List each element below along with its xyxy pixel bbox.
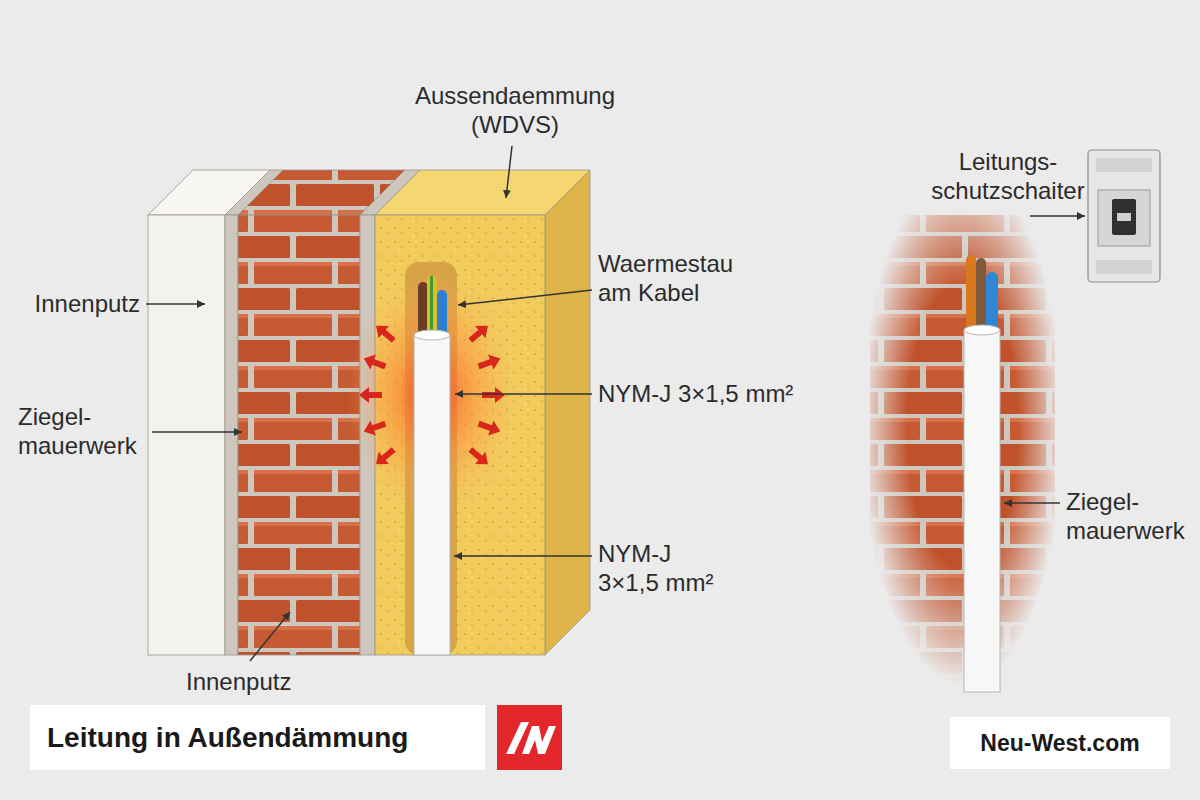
wall-block bbox=[148, 170, 590, 655]
breaker-toggle bbox=[1112, 199, 1136, 235]
logo-mark bbox=[522, 726, 556, 754]
heat-arrow bbox=[465, 443, 493, 470]
leader-line bbox=[250, 612, 290, 661]
logo-square bbox=[497, 705, 562, 770]
leader-line bbox=[506, 146, 512, 198]
heat-arrow bbox=[361, 351, 388, 374]
leader-line bbox=[146, 303, 205, 305]
part-label: Waermestau am Kabel bbox=[598, 250, 748, 308]
part-label: Leitungs- schutzschaiter bbox=[928, 148, 1088, 206]
cable-in-insulation bbox=[347, 262, 517, 655]
badge-text: Neu-West.com bbox=[980, 730, 1139, 757]
site-badge: Neu-West.com bbox=[950, 717, 1170, 769]
heat-arrow bbox=[359, 387, 382, 403]
part-label: Innenputz bbox=[186, 668, 306, 697]
heat-arrow bbox=[371, 320, 399, 347]
circuit-breaker bbox=[1088, 150, 1160, 282]
leader-line bbox=[458, 290, 592, 305]
heat-arrows bbox=[359, 320, 505, 471]
part-label: Aussendaemmung (WDVS) bbox=[390, 82, 640, 140]
part-label: Innenputz bbox=[10, 290, 140, 319]
leader-line bbox=[455, 393, 592, 395]
leader-line bbox=[152, 431, 242, 433]
mortar-gap bbox=[225, 215, 238, 655]
title-text: Leitung in Außendämmung bbox=[47, 722, 408, 754]
breaker-terminal bbox=[1096, 158, 1152, 172]
right-wall bbox=[870, 215, 1055, 692]
toggle-window bbox=[1117, 213, 1131, 221]
part-label: Ziegel- mauerwerk bbox=[1066, 488, 1192, 546]
part-label: NYM-J 3×1,5 mm² bbox=[598, 380, 828, 409]
part-label: Ziegel- mauerwerk bbox=[18, 403, 143, 461]
cable-sheath bbox=[964, 330, 1000, 692]
interior-plaster bbox=[148, 215, 225, 655]
heat-arrow bbox=[476, 351, 503, 374]
brick-masonry bbox=[238, 215, 360, 655]
leader-line bbox=[454, 555, 592, 557]
heat-arrow bbox=[476, 416, 503, 439]
breaker-terminal bbox=[1096, 260, 1152, 274]
breaker-body bbox=[1088, 150, 1160, 282]
heat-arrow bbox=[371, 443, 399, 470]
heat-arrow bbox=[361, 416, 388, 439]
sheath-end bbox=[414, 330, 450, 340]
part-label: NYM-J 3×1,5 mm² bbox=[598, 540, 723, 598]
leader-line bbox=[1030, 215, 1085, 217]
sheath-end bbox=[964, 325, 1000, 335]
leader-line bbox=[1004, 502, 1060, 504]
heat-arrow bbox=[482, 387, 505, 403]
leader-lines bbox=[146, 146, 1085, 661]
insulation-side bbox=[545, 170, 590, 655]
heat-arrow bbox=[465, 320, 493, 347]
cable-sheath bbox=[414, 335, 450, 655]
brick-wall bbox=[870, 215, 1055, 685]
breaker-panel bbox=[1098, 190, 1150, 246]
brand-logo bbox=[497, 705, 562, 770]
title-banner: Leitung in Außendämmung bbox=[30, 705, 485, 770]
